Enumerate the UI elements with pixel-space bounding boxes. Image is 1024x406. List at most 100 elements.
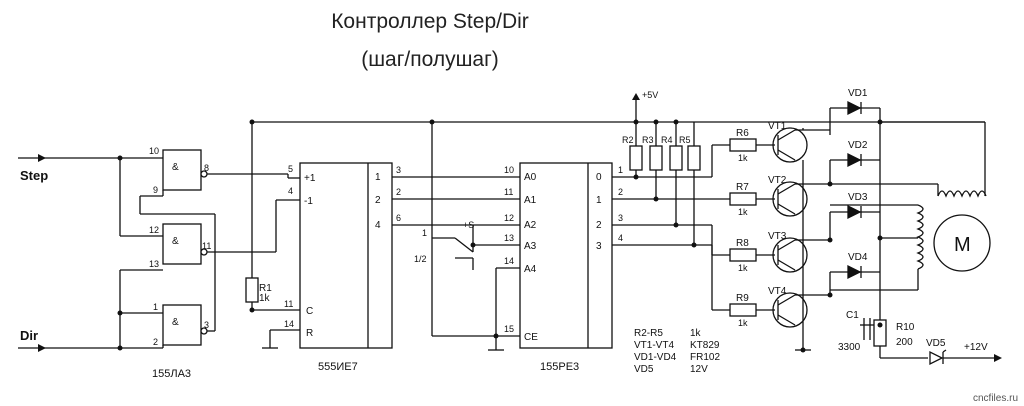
nand-pin-12: 12 xyxy=(149,225,159,235)
resistor-r4 xyxy=(669,145,683,171)
counter-ie7-chip xyxy=(299,162,393,349)
vt1-label: VT1 xyxy=(768,121,787,132)
ie7-q1-label: 1 xyxy=(375,172,381,183)
pe3-ce: CE xyxy=(524,332,538,343)
ie7-pin-5: 5 xyxy=(288,164,293,174)
counter-chip-label: 555ИЕ7 xyxy=(318,361,358,373)
resistor-r6 xyxy=(729,138,757,152)
pe3-a1: A1 xyxy=(524,195,537,206)
mode-switch-lever[interactable] xyxy=(454,237,474,253)
parts-vt-value: KT829 xyxy=(690,340,720,351)
vt4-label: VT4 xyxy=(768,286,787,297)
r6-label: R6 xyxy=(736,128,749,139)
vd4-label: VD4 xyxy=(848,252,868,263)
pe3-d2: 2 xyxy=(596,220,602,231)
parts-vd5-ref: VD5 xyxy=(634,364,654,375)
rom-chip-label: 155РЕ3 xyxy=(540,361,579,373)
diode-vd4 xyxy=(830,264,880,280)
c1-label: C1 xyxy=(846,310,859,321)
parts-vt-ref: VT1-VT4 xyxy=(634,340,674,351)
pe3-pin-2: 2 xyxy=(618,187,623,197)
nand-3-symbol: & xyxy=(172,317,179,328)
v5-label: +5V xyxy=(642,90,658,100)
ie7-pin-3: 3 xyxy=(396,165,401,175)
vd5-label: VD5 xyxy=(926,338,946,349)
r2-label: R2 xyxy=(622,135,634,145)
nand-pin-8: 8 xyxy=(204,163,209,173)
pe3-a4: A4 xyxy=(524,264,537,275)
ie7-pin-2: 2 xyxy=(396,187,401,197)
resistor-r8 xyxy=(729,248,757,262)
ie7-pin-4: 4 xyxy=(288,186,293,196)
nand-pin-11: 11 xyxy=(202,241,211,251)
pe3-pin-3: 3 xyxy=(618,213,623,223)
nand-1-symbol: & xyxy=(172,162,179,173)
dir-arrow-icon xyxy=(38,344,46,352)
r7-value: 1k xyxy=(738,207,748,217)
resistor-r9 xyxy=(729,303,757,317)
pe3-pin-11: 11 xyxy=(504,187,513,197)
watermark: cncfiles.ru xyxy=(972,393,1018,404)
dir-label: Dir xyxy=(20,328,38,343)
nand-gate-1 xyxy=(162,149,202,191)
pe3-d1: 1 xyxy=(596,195,602,206)
diode-vd1 xyxy=(830,100,880,116)
step-label: Step xyxy=(20,168,48,183)
vd1-label: VD1 xyxy=(848,88,868,99)
pe3-pin-4: 4 xyxy=(618,233,623,243)
switch-pos-1: 1 xyxy=(422,228,427,238)
diagram-title: Контроллер Step/Dir xyxy=(331,10,529,33)
motor-coil-a xyxy=(937,190,987,198)
parts-vd-value: FR102 xyxy=(690,352,720,363)
rom-pe3-chip xyxy=(519,162,613,349)
nand-pin-13: 13 xyxy=(149,259,159,269)
ie7-r-label: R xyxy=(306,328,313,339)
zener-vd5 xyxy=(929,349,947,366)
nand-pin-3: 3 xyxy=(204,320,209,330)
ie7-q2-label: 2 xyxy=(375,195,381,206)
r9-value: 1k xyxy=(738,318,748,328)
r6-value: 1k xyxy=(738,153,748,163)
pe3-a0: A0 xyxy=(524,172,537,183)
nand-pin-2: 2 xyxy=(153,337,158,347)
motor-label: M xyxy=(954,234,971,256)
pe3-d3: 3 xyxy=(596,241,602,252)
pe3-pin-12: 12 xyxy=(504,213,514,223)
parts-r2-r5-value: 1k xyxy=(690,328,702,339)
motor-coil-b xyxy=(916,204,924,270)
switch-pin-s: +S xyxy=(463,220,474,230)
stepper-motor xyxy=(933,214,991,272)
r4-label: R4 xyxy=(661,135,673,145)
transistor-vt3 xyxy=(772,237,808,273)
pe3-pin-15: 15 xyxy=(504,324,514,334)
nand-chip-label: 155ЛА3 xyxy=(152,368,191,380)
r1-label: R1 xyxy=(259,283,272,294)
vd2-label: VD2 xyxy=(848,140,868,151)
nand-pin-9: 9 xyxy=(153,185,158,195)
transistor-vt1 xyxy=(772,127,808,163)
nand-gate-3 xyxy=(162,304,202,346)
vt3-label: VT3 xyxy=(768,231,787,242)
r5-label: R5 xyxy=(679,135,691,145)
v12-arrow-icon xyxy=(994,354,1002,362)
step-arrow-icon xyxy=(38,154,46,162)
pe3-pin-1: 1 xyxy=(618,165,623,175)
r10-value: 200 xyxy=(896,337,913,348)
resistor-r3 xyxy=(649,145,663,171)
ie7-pin-11: 11 xyxy=(284,299,293,309)
vt2-label: VT2 xyxy=(768,175,787,186)
diagram-subtitle: (шаг/полушаг) xyxy=(361,48,499,71)
vd3-label: VD3 xyxy=(848,192,868,203)
diode-vd2 xyxy=(830,152,880,168)
resistor-r1 xyxy=(245,277,259,303)
ie7-down-label: -1 xyxy=(304,196,313,207)
ie7-pin-6: 6 xyxy=(396,213,401,223)
nand-pin-1: 1 xyxy=(153,302,158,312)
ie7-pin-14: 14 xyxy=(284,319,294,329)
vcc-arrow-icon xyxy=(632,93,640,100)
pe3-pin-10: 10 xyxy=(504,165,514,175)
c1-value: 3300 xyxy=(838,342,861,353)
r7-label: R7 xyxy=(736,182,749,193)
r1-value: 1k xyxy=(259,293,271,304)
